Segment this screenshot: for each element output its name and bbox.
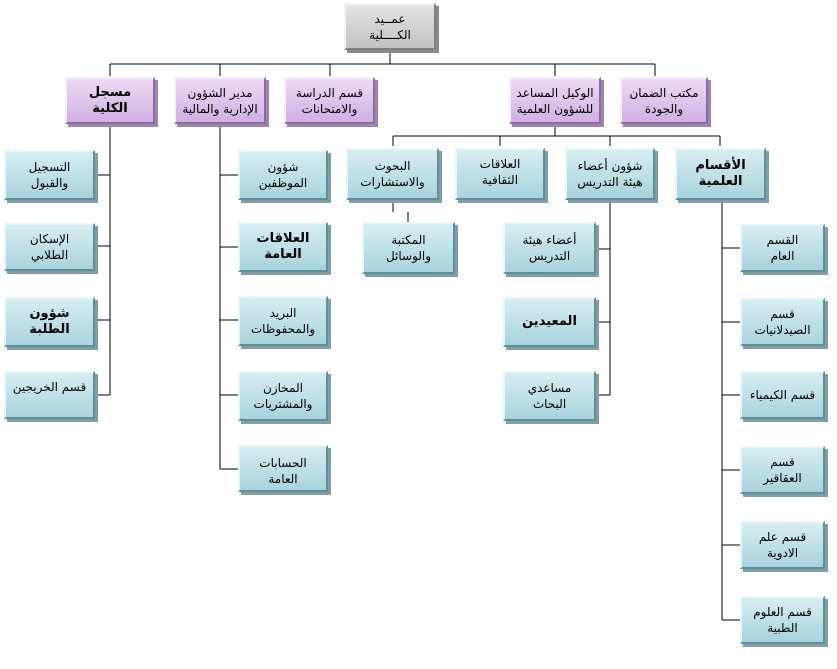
- general-accounts-box: الحسابات العامة: [238, 445, 328, 492]
- graduates-box: قسم الخريجين: [4, 371, 95, 419]
- admin-finance-director-box: مدير الشؤون الإدارية والمالية: [174, 77, 266, 124]
- department-medical-sciences-box: قسم العلوم الطبية: [740, 596, 825, 644]
- student-affairs-box: شؤون الطلبة: [4, 297, 95, 347]
- student-housing-box: الإسكان الطلابي: [4, 223, 95, 271]
- department-pharmaceutics-box: قسم الصيدلانيات: [740, 298, 825, 346]
- dean-box: عمــيد الكــــلية: [344, 3, 436, 50]
- research-assistants-box: مساعدي البحاث: [503, 371, 596, 421]
- registration-admission-box: التسجيل والقبول: [4, 150, 95, 200]
- vice-dean-scientific-box: الوكيل المساعد للشؤون العلمية: [509, 77, 601, 124]
- mail-archives-box: البريد والمحفوظات: [238, 296, 328, 346]
- department-pharmacognosy-box: قسم العقاقير: [740, 446, 825, 494]
- faculty-members-box: أعضاء هيئة التدريس: [503, 222, 596, 274]
- personnel-affairs-box: شؤون الموظفين: [238, 150, 328, 200]
- research-consulting-box: البحوث والاستشارات: [346, 148, 439, 200]
- scientific-departments-box: الأقسام العلمية: [675, 148, 766, 200]
- department-pharmacology-box: قسم علم الادوية: [740, 521, 825, 569]
- quality-office-box: مكتب الضمان والجودة: [620, 77, 708, 124]
- connectors: [95, 50, 740, 621]
- cultural-relations-box: العلاقات الثقافية: [455, 148, 545, 200]
- registrar-box: مسجل الكلية: [65, 77, 155, 124]
- stores-purchases-box: المخازن والمشتريات: [238, 371, 328, 421]
- public-relations-box: العلاقات العامة: [238, 222, 328, 272]
- studies-exams-box: قسم الدراسة والامتحانات: [284, 77, 375, 124]
- department-chemistry-box: قسم الكيمياء: [740, 371, 825, 419]
- teaching-assistants-box: المعيدين: [503, 297, 596, 347]
- library-media-box: المكتبة والوسائل: [362, 222, 455, 274]
- faculty-affairs-box: شؤون أعضاء هيئة التدريس: [565, 148, 655, 200]
- department-general-box: القسم العام: [740, 224, 825, 272]
